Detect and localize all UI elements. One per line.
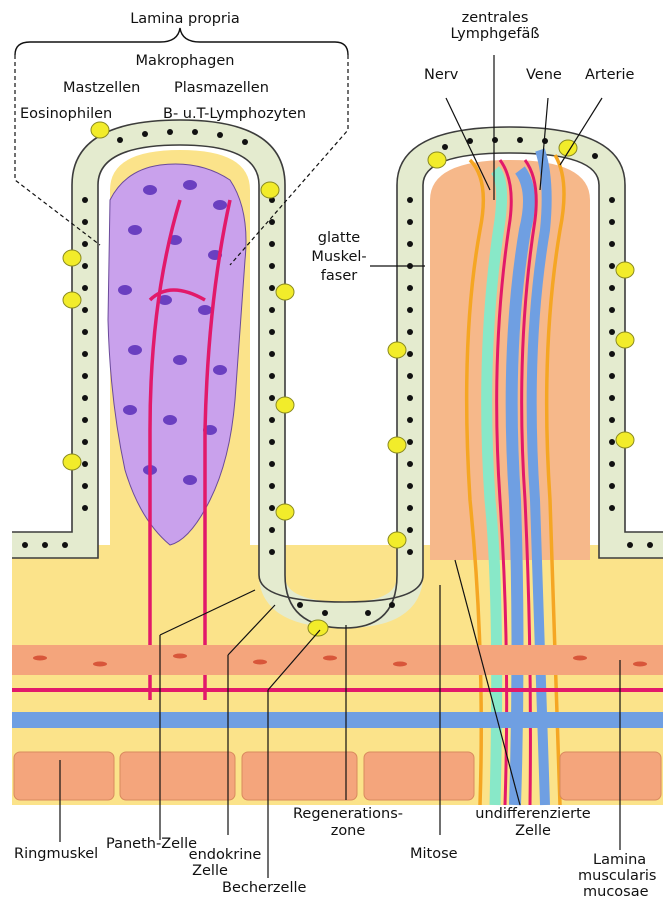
label-plasmazellen: Plasmazellen bbox=[174, 80, 269, 97]
label-lymphgefaess: Lymphgefäß bbox=[430, 26, 560, 43]
label-muscularis: muscularis bbox=[578, 868, 657, 885]
label-nerv: Nerv bbox=[424, 67, 458, 84]
label-vene: Vene bbox=[526, 67, 562, 84]
label-lymphozyten: B- u.T-Lymphozyten bbox=[163, 106, 306, 123]
label-mucosae: mucosae bbox=[583, 884, 649, 901]
label-lamina-propria: Lamina propria bbox=[100, 11, 270, 28]
label-makrophagen: Makrophagen bbox=[100, 53, 270, 70]
label-undiff-zelle: Zelle bbox=[448, 823, 618, 840]
label-endokrine: endokrine bbox=[180, 847, 270, 864]
label-regenerations: Regenerations- bbox=[283, 806, 413, 823]
label-becherzelle: Becherzelle bbox=[222, 880, 306, 897]
label-muskel: Muskel- bbox=[308, 249, 370, 266]
lamina-propria-bracket bbox=[15, 28, 348, 55]
label-glatte: glatte bbox=[308, 230, 370, 247]
muscularis-mucosae-band bbox=[12, 645, 663, 675]
label-ringmuskel: Ringmuskel bbox=[14, 846, 98, 863]
label-undifferenzierte: undifferenzierte bbox=[448, 806, 618, 823]
label-lamina: Lamina bbox=[593, 852, 646, 869]
label-zentrales: zentrales bbox=[430, 10, 560, 27]
label-eosinophilen: Eosinophilen bbox=[20, 106, 112, 123]
label-faser: faser bbox=[308, 268, 370, 285]
label-endokrine-zelle: Zelle bbox=[180, 863, 240, 880]
label-mitose: Mitose bbox=[410, 846, 458, 863]
label-mastzellen: Mastzellen bbox=[63, 80, 140, 97]
ring-muscle bbox=[14, 752, 661, 800]
label-arterie: Arterie bbox=[585, 67, 634, 84]
label-zone: zone bbox=[283, 823, 413, 840]
